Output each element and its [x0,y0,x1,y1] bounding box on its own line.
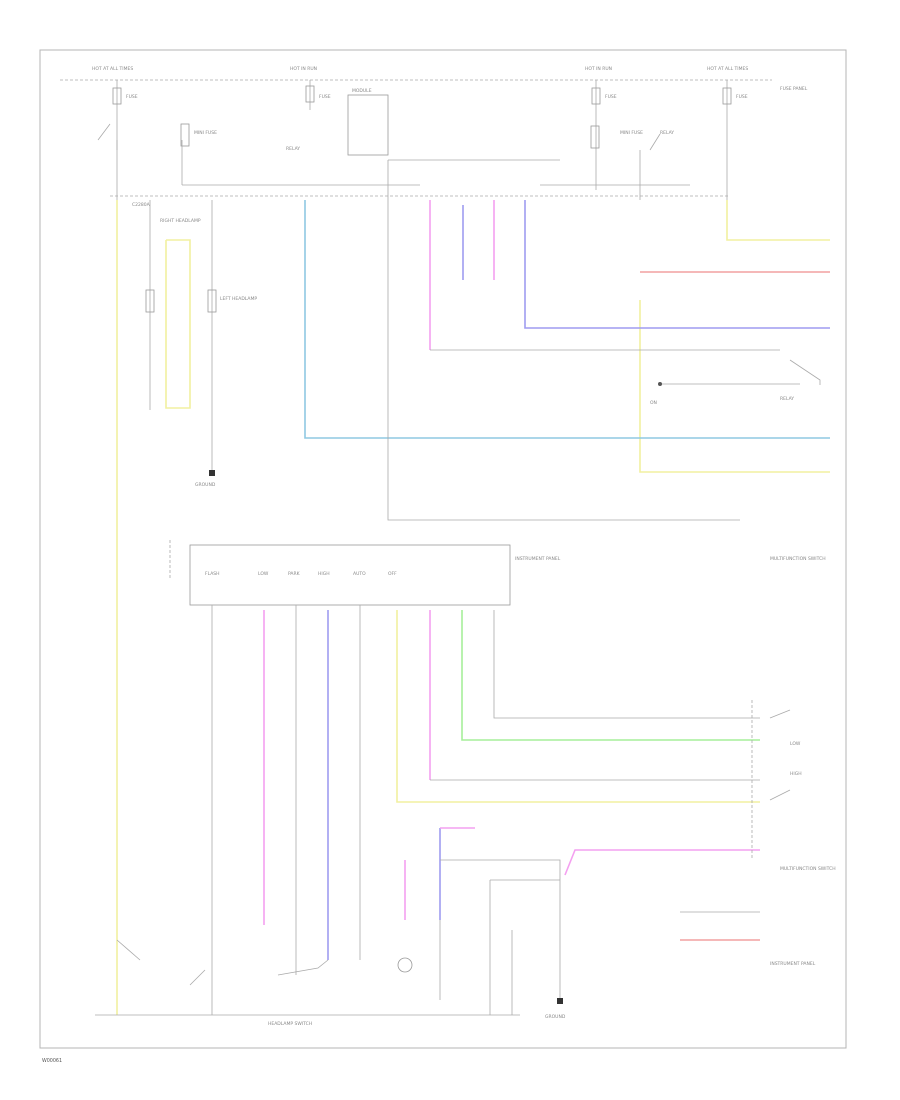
left-lamp-area: LEFT HEADLAMP RIGHT HEADLAMP GROUND [145,200,257,488]
svg-text:FLASH: FLASH [205,571,220,577]
label-fuse-panel: FUSE PANEL [780,86,808,92]
ground-icon [209,470,215,476]
instrument-panel-box [189,544,511,606]
module-label: MODULE [352,88,372,94]
svg-text:FUSE: FUSE [605,94,617,100]
motor-icon [397,957,413,973]
switch-icon [116,939,141,961]
switch-icon [649,133,661,151]
panel-terminals: FLASH LOW PARK HIGH AUTO OFF [205,571,397,1000]
svg-text:GROUND: GROUND [195,482,216,488]
svg-text:HIGH: HIGH [318,571,330,577]
yellow-wire [396,610,760,803]
pink-wire [564,849,760,876]
diagram-frame [39,49,847,1049]
yellow-wire [639,300,830,473]
headlamp-switch-label: HEADLAMP SWITCH [268,1021,312,1027]
multifunction-high-label: HIGH [790,771,802,777]
svg-text:PARK: PARK [288,571,301,577]
multifunction-off-label: MULTIFUNCTION SWITCH [780,866,836,872]
connector-label: C2280A [132,202,151,208]
ground-icon [557,998,563,1004]
svg-text:ON: ON [650,400,657,406]
green-wire [461,610,760,741]
label-hot-at-all-times-1: HOT AT ALL TIMES [92,66,133,72]
svg-text:RELAY: RELAY [780,396,794,402]
module-box [347,94,389,156]
figure-code: W00061 [42,1058,62,1064]
fuse-group: FUSE FUSE FUSE FUSE [112,80,748,200]
blue-wire [304,200,830,439]
ground-label: GROUND [545,1014,566,1020]
svg-text:FUSE: FUSE [126,94,138,100]
connector-dot-icon [658,382,662,386]
switch-icon [277,959,329,976]
svg-text:LOW: LOW [258,571,269,577]
yellow-wire [165,239,191,409]
switch-icon [189,969,213,1015]
svg-text:FUSE: FUSE [736,94,748,100]
mini-fuse-b-icon [590,125,600,149]
relay-a-label: RELAY [286,146,300,152]
yellow-wire [726,200,830,241]
label-hot-in-run-1: HOT IN RUN [290,66,317,72]
relay-b-label: RELAY [660,130,674,136]
gray-wire [493,610,760,719]
instrument-panel-label: INSTRUMENT PANEL [515,556,561,562]
purple-wire [524,200,830,329]
mini-fuse-a-label: MINI FUSE [194,130,217,136]
mini-fuse-b-label: MINI FUSE [620,130,643,136]
multifunction-low-label: LOW [790,741,801,747]
mini-fuse-a-icon [180,123,190,147]
svg-text:FUSE: FUSE [319,94,331,100]
instrument-panel-lower-label: INSTRUMENT PANEL [770,961,816,967]
switch-icon [769,709,791,719]
svg-text:RIGHT HEADLAMP: RIGHT HEADLAMP [160,218,201,224]
multifunction-switch-label: MULTIFUNCTION SWITCH [770,556,826,562]
svg-text:OFF: OFF [388,571,397,577]
gray-wire [440,859,561,1000]
gray-wire [387,160,740,521]
switch-icon [97,123,118,150]
label-hot-at-all-times-2: HOT AT ALL TIMES [707,66,748,72]
switch-icon [769,789,791,801]
label-hot-in-run-2: HOT IN RUN [585,66,612,72]
svg-text:LEFT HEADLAMP: LEFT HEADLAMP [220,296,257,302]
right-switch-group: RELAY ON [650,359,821,406]
svg-text:AUTO: AUTO [353,571,366,577]
